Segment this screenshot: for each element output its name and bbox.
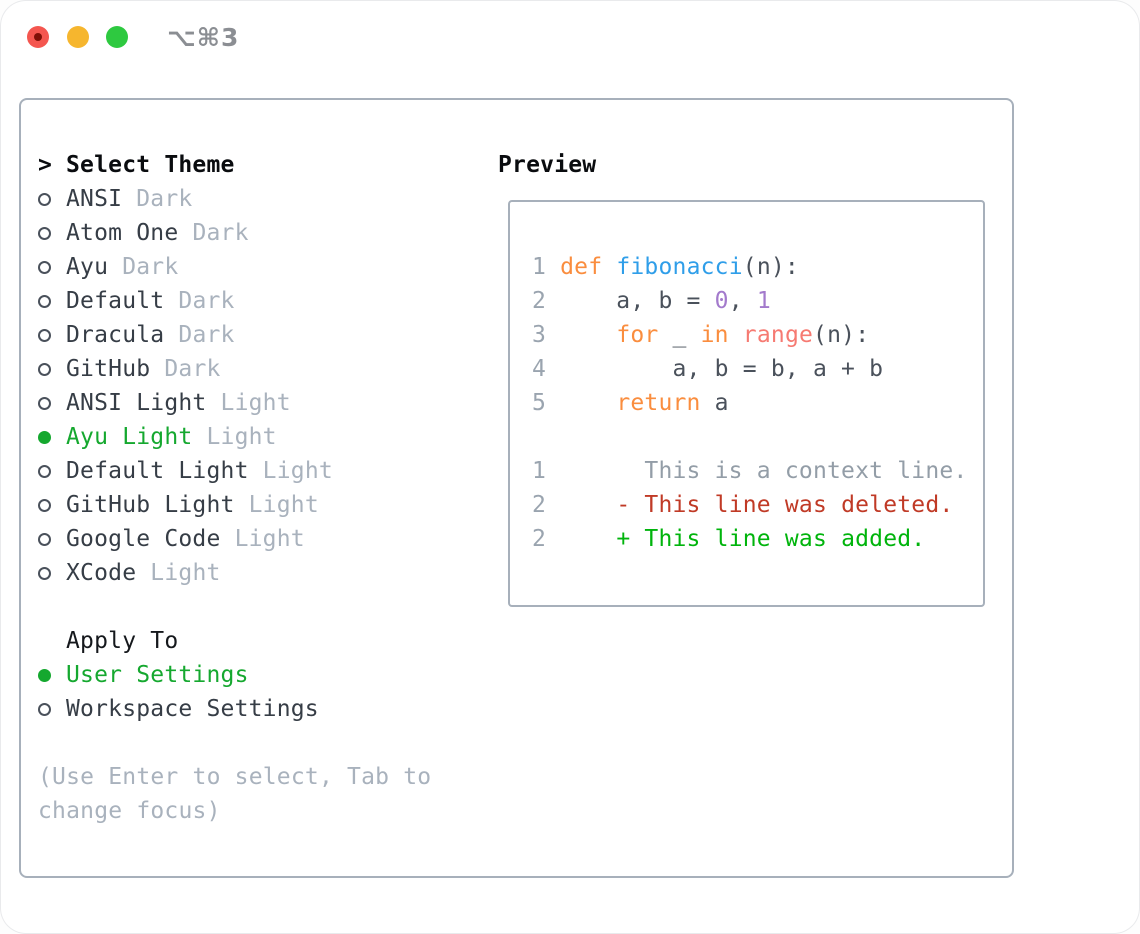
radio-icon (38, 226, 51, 240)
theme-option-label: Ayu (66, 254, 109, 280)
apply-to-title: Apply To (66, 628, 179, 654)
theme-option-dracula[interactable]: Dracula Dark (38, 318, 431, 352)
radio-icon (38, 260, 51, 274)
theme-variant-label: Light (234, 492, 319, 518)
radio-selected-icon (38, 430, 51, 444)
theme-variant-label: Light (220, 526, 305, 552)
radio-icon (38, 362, 51, 376)
preview-box: 1 def fibonacci(n): 2 a, b = 0, 1 3 for _ … (508, 200, 985, 607)
theme-option-github[interactable]: GitHub Dark (38, 352, 431, 386)
preview-line: 2 a, b = 0, 1 (532, 288, 771, 314)
theme-option-label: Google Code (66, 526, 221, 552)
radio-icon (38, 328, 51, 342)
hint-text: (Use Enter to select, Tab to change focus… (38, 760, 431, 828)
theme-option-github-light[interactable]: GitHub Light Light (38, 488, 431, 522)
theme-option-google-code[interactable]: Google Code Light (38, 522, 431, 556)
theme-option-label: Atom One (66, 220, 179, 246)
theme-variant-label: Light (206, 390, 291, 416)
preview-line: 2 + This line was added. (532, 526, 926, 552)
theme-variant-label: Dark (164, 322, 235, 348)
hint-line: change focus) (38, 798, 221, 824)
theme-variant-label: Dark (178, 220, 249, 246)
theme-option-default-light[interactable]: Default Light Light (38, 454, 431, 488)
theme-option-label: Default Light (66, 458, 249, 484)
theme-option-default[interactable]: Default Dark (38, 284, 431, 318)
hint-line: (Use Enter to select, Tab to (38, 764, 432, 790)
theme-picker-dialog: > Select Theme ANSI Dark Atom One Dark Ay… (19, 98, 1014, 878)
theme-option-ansi[interactable]: ANSI Dark (38, 182, 431, 216)
close-button[interactable] (27, 26, 49, 48)
theme-list-pane: > Select Theme ANSI Dark Atom One Dark Ay… (38, 148, 431, 828)
radio-icon (38, 566, 51, 580)
theme-option-label: ANSI Light (66, 390, 207, 416)
apply-to-heading: Apply To (38, 624, 431, 658)
theme-option-ayu-light[interactable]: Ayu Light Light (38, 420, 431, 454)
preview-line: 2 - This line was deleted. (532, 492, 954, 518)
radio-icon (38, 464, 51, 478)
theme-variant-label: Dark (122, 186, 193, 212)
radio-icon (38, 192, 51, 206)
theme-option-label: GitHub (66, 356, 151, 382)
theme-option-label: XCode (66, 560, 137, 586)
apply-option-label: User Settings (66, 662, 249, 688)
select-theme-heading: > Select Theme (38, 148, 431, 182)
theme-variant-label: Dark (150, 356, 221, 382)
radio-icon (38, 532, 51, 546)
theme-option-ayu[interactable]: Ayu Dark (38, 250, 431, 284)
theme-variant-label: Light (248, 458, 333, 484)
theme-option-label: Dracula (66, 322, 165, 348)
spacer (38, 726, 431, 760)
spacer (38, 590, 431, 624)
theme-list: ANSI Dark Atom One Dark Ayu Dark Default… (38, 182, 431, 590)
maximize-button[interactable] (106, 26, 128, 48)
radio-icon (38, 294, 51, 308)
preview-line: 4 a, b = b, a + b (532, 356, 884, 382)
theme-option-atom-one[interactable]: Atom One Dark (38, 216, 431, 250)
theme-option-label: GitHub Light (66, 492, 235, 518)
apply-option-label: Workspace Settings (66, 696, 319, 722)
preview-line (532, 420, 983, 454)
preview-pane: Preview 1 def fibonacci(n): 2 a, b = 0, 1… (498, 148, 985, 607)
apply-option-workspace-settings[interactable]: Workspace Settings (38, 692, 431, 726)
radio-selected-icon (38, 668, 51, 682)
theme-option-ansi-light[interactable]: ANSI Light Light (38, 386, 431, 420)
apply-option-user-settings[interactable]: User Settings (38, 658, 431, 692)
theme-option-xcode[interactable]: XCode Light (38, 556, 431, 590)
theme-variant-label: Dark (164, 288, 235, 314)
select-theme-title: Select Theme (66, 152, 235, 178)
theme-option-label: Default (66, 288, 165, 314)
theme-variant-label: Light (136, 560, 221, 586)
theme-variant-label: Dark (108, 254, 179, 280)
preview-line: 3 for _ in range(n): (532, 322, 870, 348)
preview-line: 5 return a (532, 390, 729, 416)
window-title: ⌥⌘3 (167, 23, 240, 52)
theme-option-label: ANSI (66, 186, 123, 212)
radio-icon (38, 396, 51, 410)
apply-to-list: User Settings Workspace Settings (38, 658, 431, 726)
preview-line: 1 This is a context line. (532, 458, 968, 484)
radio-icon (38, 498, 51, 512)
modified-dot-icon (34, 33, 42, 41)
theme-variant-label: Light (192, 424, 277, 450)
titlebar: ⌥⌘3 (0, 0, 1140, 75)
preview-line: 1 def fibonacci(n): (532, 254, 799, 280)
theme-option-label: Ayu Light (66, 424, 193, 450)
radio-icon (38, 702, 51, 716)
prompt-icon: > (38, 152, 53, 178)
preview-title: Preview (498, 152, 597, 178)
minimize-button[interactable] (67, 26, 89, 48)
